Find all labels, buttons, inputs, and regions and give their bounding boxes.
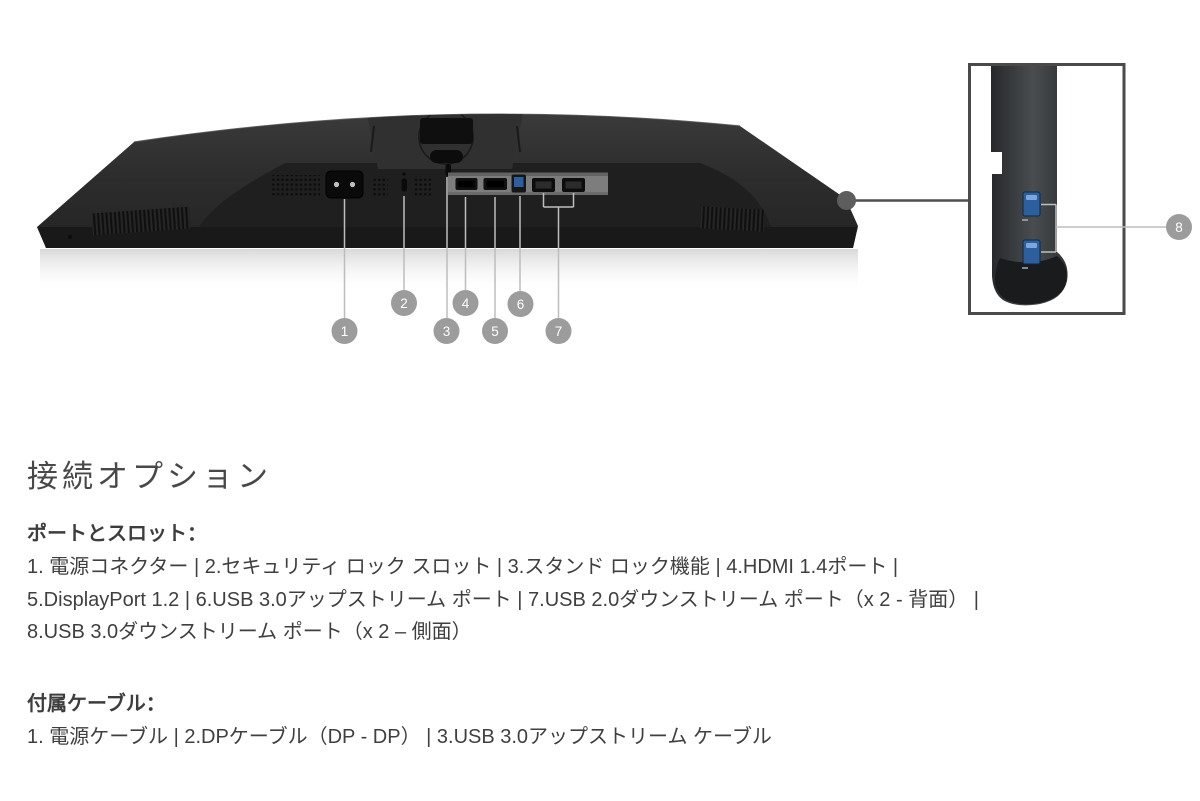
callout-7: 7: [545, 318, 572, 344]
ports-line-1: 1. 電源コネクター | 2.セキュリティ ロック スロット | 3.スタンド …: [27, 556, 899, 578]
callout-3: 3: [433, 318, 460, 344]
callout-line-8-bracket: [1041, 203, 1166, 253]
ports-line-2: 5.DisplayPort 1.2 | 6.USB 3.0アップストリーム ポー…: [27, 588, 979, 611]
usb-ss-label-1: [1022, 219, 1028, 221]
callout-5-number: 5: [491, 324, 499, 339]
vent-dots-3: [414, 176, 432, 196]
callout-6-number: 6: [517, 297, 525, 312]
power-connector-port: [325, 170, 364, 199]
displayport-port-inner: [487, 180, 504, 188]
callout-2-number: 2: [400, 296, 408, 311]
usb-a-port-2-inner: [565, 181, 582, 189]
usb-b-upstream-inner: [514, 177, 524, 187]
callout-1-number: 1: [341, 324, 349, 339]
callout-2: 2: [391, 290, 417, 316]
page-title: 接続オプション: [27, 459, 272, 494]
ports-line-3: 8.USB 3.0ダウンストリーム ポート（x 2 – 側面）: [27, 621, 472, 643]
ports-slots-list: 1. 電源コネクター | 2.セキュリティ ロック スロット | 3.スタンド …: [27, 551, 979, 649]
callout-8-number: 8: [1175, 220, 1183, 235]
port-panel-shade-bottom: [448, 192, 608, 195]
vent-grille-right: [699, 206, 765, 232]
callout-7-number: 7: [555, 324, 563, 339]
vesa-connector: [420, 118, 473, 144]
monitor-side-view: [991, 64, 1068, 306]
vent-dots-1: [272, 175, 320, 196]
vent-dots-2: [372, 176, 388, 196]
ports-slots-title: ポートとスロット：: [27, 523, 207, 545]
usb-ss-label-2: [1022, 267, 1028, 269]
included-cables-title: 付属ケーブル：: [27, 693, 166, 715]
side-usb-port-1-contacts: [1026, 195, 1037, 200]
monitor-illustration: 1 2 3 4 5 6 7 8: [37, 63, 1192, 344]
callout-1: 1: [331, 318, 358, 344]
inset-connector-dot: [837, 191, 856, 210]
side-view-foot: [995, 256, 1067, 305]
stand-mount-ticks: [370, 125, 521, 153]
cables-line-1: 1. 電源ケーブル | 2.DPケーブル（DP - DP） | 3.USB 3.…: [27, 726, 772, 748]
product-figure: 1 2 3 4 5 6 7 8: [37, 63, 1192, 344]
hdmi-port-inner: [458, 180, 475, 188]
included-cables-list: 1. 電源ケーブル | 2.DPケーブル（DP - DP） | 3.USB 3.…: [27, 721, 772, 754]
left-edge-hole: [68, 235, 72, 239]
callout-5: 5: [482, 318, 508, 344]
callout-4-number: 4: [462, 296, 470, 311]
vent-grille-left: [91, 206, 191, 236]
security-lock-dot: [402, 172, 406, 176]
callout-3-number: 3: [443, 324, 451, 339]
usb-a-port-1-inner: [535, 181, 552, 189]
inset-frame: [968, 63, 1126, 315]
callout-6: 6: [507, 291, 534, 317]
power-pin-left: [333, 181, 340, 188]
callout-4: 4: [452, 290, 479, 316]
security-lock-slot: [401, 178, 407, 192]
callout-8: 8: [1166, 214, 1192, 240]
floor-reflection: [40, 249, 858, 293]
power-pin-right: [349, 181, 356, 188]
side-usb-port-2-contacts: [1026, 243, 1037, 248]
stand-release-latch: [430, 150, 463, 163]
callout-line-7-bracket: [542, 193, 575, 318]
port-panel-shade-top: [448, 172, 608, 176]
